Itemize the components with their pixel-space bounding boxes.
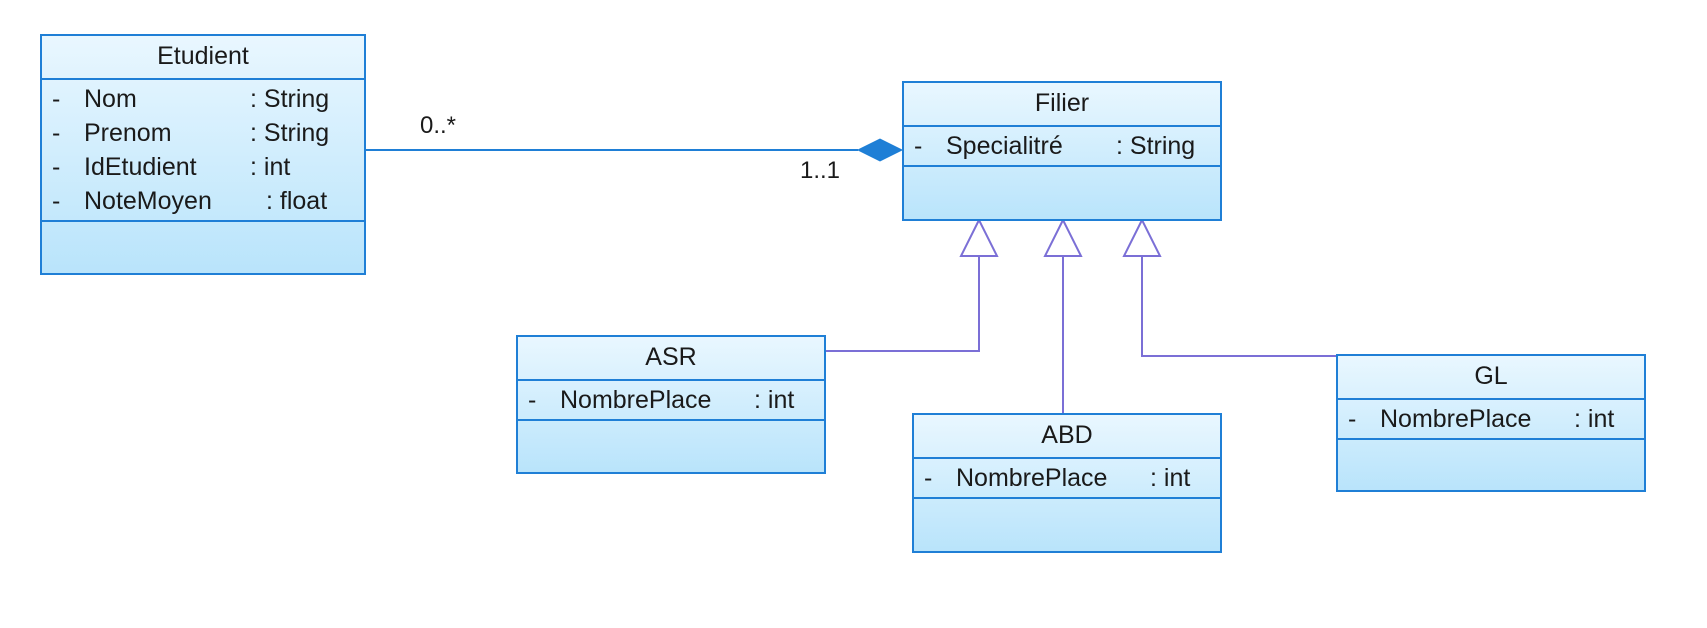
attribute-compartment: - NombrePlace : int (914, 459, 1220, 499)
attribute-type: : String (250, 119, 330, 147)
class-name: ABD (914, 415, 1220, 459)
attribute-name: NombrePlace (1380, 405, 1532, 433)
attribute-name: Specialitré (946, 132, 1063, 160)
class-name: Etudient (42, 36, 364, 80)
generalization-gl-line (1141, 256, 1336, 357)
attribute-compartment: - NombrePlace : int (518, 381, 824, 421)
attribute-row: - Prenom : String (42, 116, 364, 150)
attribute-name: NoteMoyen (84, 187, 212, 215)
generalization-asr-line (826, 256, 980, 352)
attribute-compartment: - Specialitré : String (904, 127, 1220, 167)
class-gl[interactable]: GL - NombrePlace : int (1336, 354, 1646, 492)
attribute-type: : int (250, 153, 291, 181)
class-name: ASR (518, 337, 824, 381)
visibility-marker: - (52, 153, 61, 181)
attribute-type: : float (266, 187, 328, 215)
attribute-row: - NoteMoyen : float (42, 184, 364, 218)
visibility-marker: - (52, 187, 61, 215)
attribute-type: : String (250, 85, 330, 113)
visibility-marker: - (528, 386, 537, 414)
visibility-marker: - (914, 132, 923, 160)
attribute-name: Nom (84, 85, 137, 113)
class-asr[interactable]: ASR - NombrePlace : int (516, 335, 826, 474)
attribute-row: - Specialitré : String (904, 129, 1220, 163)
generalization-gl-arrowhead (1122, 217, 1162, 257)
attribute-row: - NombrePlace : int (914, 461, 1220, 495)
composition-diamond (856, 138, 904, 162)
attribute-name: NombrePlace (956, 464, 1108, 492)
attribute-row: - IdEtudient : int (42, 150, 364, 184)
attribute-row: - Nom : String (42, 82, 364, 116)
operation-compartment (904, 167, 1220, 209)
operation-compartment (42, 222, 364, 264)
generalization-asr-arrowhead (959, 217, 999, 257)
operation-compartment (1338, 440, 1644, 482)
attribute-type: : int (754, 386, 795, 414)
operation-compartment (914, 499, 1220, 541)
attribute-compartment: - NombrePlace : int (1338, 400, 1644, 440)
generalization-abd-arrowhead (1043, 217, 1083, 257)
class-etudient[interactable]: Etudient - Nom : String - Prenom : Strin… (40, 34, 366, 275)
visibility-marker: - (52, 85, 61, 113)
visibility-marker: - (52, 119, 61, 147)
class-filier[interactable]: Filier - Specialitré : String (902, 81, 1222, 221)
attribute-type: : String (1116, 132, 1196, 160)
visibility-marker: - (1348, 405, 1357, 433)
attribute-name: NombrePlace (560, 386, 712, 414)
class-abd[interactable]: ABD - NombrePlace : int (912, 413, 1222, 553)
visibility-marker: - (924, 464, 933, 492)
attribute-type: : int (1574, 405, 1615, 433)
attribute-compartment: - Nom : String - Prenom : String - IdEtu… (42, 80, 364, 222)
attribute-name: IdEtudient (84, 153, 197, 181)
operation-compartment (518, 421, 824, 463)
multiplicity-etudient-end: 0..* (420, 112, 457, 139)
class-name: GL (1338, 356, 1644, 400)
attribute-name: Prenom (84, 119, 172, 147)
multiplicity-filier-end: 1..1 (800, 157, 841, 184)
attribute-type: : int (1150, 464, 1191, 492)
attribute-row: - NombrePlace : int (518, 383, 824, 417)
attribute-row: - NombrePlace : int (1338, 402, 1644, 436)
class-name: Filier (904, 83, 1220, 127)
